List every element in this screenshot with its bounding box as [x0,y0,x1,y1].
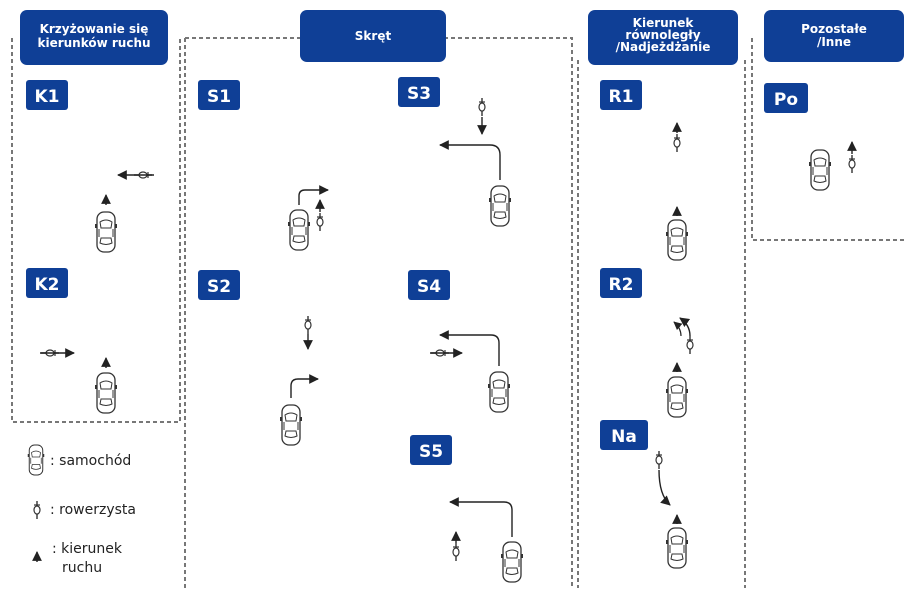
scenario-S2 [279,315,319,446]
svg-text:K2: K2 [34,275,59,295]
car-icon [665,219,689,261]
cyclist-icon [673,133,681,153]
cyclist-icon [316,212,324,232]
legend-cyclist: : rowerzysta [33,500,136,520]
car-icon [488,185,512,227]
svg-text:S1: S1 [207,87,231,107]
direction-arrow-icon [298,185,329,205]
legend-direction: : kierunek ruchu [32,541,123,576]
svg-text:S5: S5 [419,442,443,462]
cyclist-icon [655,450,663,470]
header-other: Pozostałe /Inne [764,10,904,62]
direction-arrow-icon [290,374,319,398]
scenario-K1 [94,170,154,253]
legend: : samochód : rowerzysta : kierunek ruchu [27,444,136,576]
scenario-R2 [665,317,694,418]
svg-text:S3: S3 [407,84,431,104]
direction-arrow-icon [658,469,671,506]
header-parallel-line3: /Nadjeżdżanie [616,40,711,54]
scenario-K2 [40,348,118,414]
scenario-R1 [665,122,689,261]
scenario-S5 [449,497,524,583]
legend-car-label: : samochód [50,453,131,469]
badge-S1: S1 [198,80,240,110]
car-icon [808,149,832,191]
cyclist-icon [848,154,856,174]
scenario-S4 [430,330,511,413]
header-crossing: Krzyżowanie się kierunków ruchu [20,10,168,65]
svg-text:Po: Po [774,90,798,110]
cyclist-icon [686,335,694,355]
header-parallel: Kierunek równoległy /Nadjeżdżanie [588,10,738,65]
car-icon [665,376,689,418]
svg-text:K1: K1 [34,87,59,107]
scenario-S3 [439,97,512,227]
badge-S2: S2 [198,270,240,300]
legend-cyclist-label: : rowerzysta [50,502,136,518]
direction-arrow-icon [439,330,500,366]
panel-crossing-border [11,38,181,423]
header-turn: Skręt [300,10,446,62]
car-icon [487,371,511,413]
car-icon [94,372,118,414]
legend-car: : samochód [27,444,131,476]
svg-text:R2: R2 [609,275,634,295]
car-icon [94,211,118,253]
badge-S5: S5 [410,435,452,465]
legend-direction-label-line2: ruchu [62,560,102,576]
panel-other-border [751,38,907,241]
direction-arrow-icon [439,140,501,180]
header-parallel-line1: Kierunek [633,16,695,30]
svg-text:Na: Na [611,427,637,447]
badge-K1: K1 [26,80,68,110]
panel-parallel-border [577,60,746,588]
badge-K2: K2 [26,268,68,298]
svg-text:S2: S2 [207,277,231,297]
header-crossing-line1: Krzyżowanie się [40,22,149,36]
header-parallel-line2: równoległy [625,28,700,42]
car-icon [287,209,311,251]
legend-direction-label-line1: : kierunek [52,541,123,557]
header-other-line2: /Inne [817,35,851,49]
car-icon [665,527,689,569]
direction-arrow-icon [449,497,513,537]
car-icon [279,404,303,446]
scenario-Po [808,141,857,191]
cyclist-icon [304,315,312,335]
panel-turn-border [184,37,573,588]
cyclist-icon [452,542,460,562]
badge-R1: R1 [600,80,642,110]
cyclist-icon [33,500,41,520]
direction-arrow-icon [679,317,691,337]
direction-arrow-icon [673,321,683,337]
header-turn-text: Skręt [355,29,392,43]
badge-S3: S3 [398,77,440,107]
car-icon [27,444,45,476]
header-other-line1: Pozostałe [801,22,867,36]
car-icon [500,541,524,583]
badge-Po: Po [764,83,808,113]
svg-text:S4: S4 [417,277,441,297]
badge-Na: Na [600,420,648,450]
badge-S4: S4 [408,270,450,300]
scenario-Na [655,450,689,569]
badge-R2: R2 [600,268,642,298]
cyclist-icon [478,97,486,117]
header-crossing-line2: kierunków ruchu [37,36,150,50]
scenario-S1 [287,185,329,251]
svg-text:R1: R1 [609,87,634,107]
